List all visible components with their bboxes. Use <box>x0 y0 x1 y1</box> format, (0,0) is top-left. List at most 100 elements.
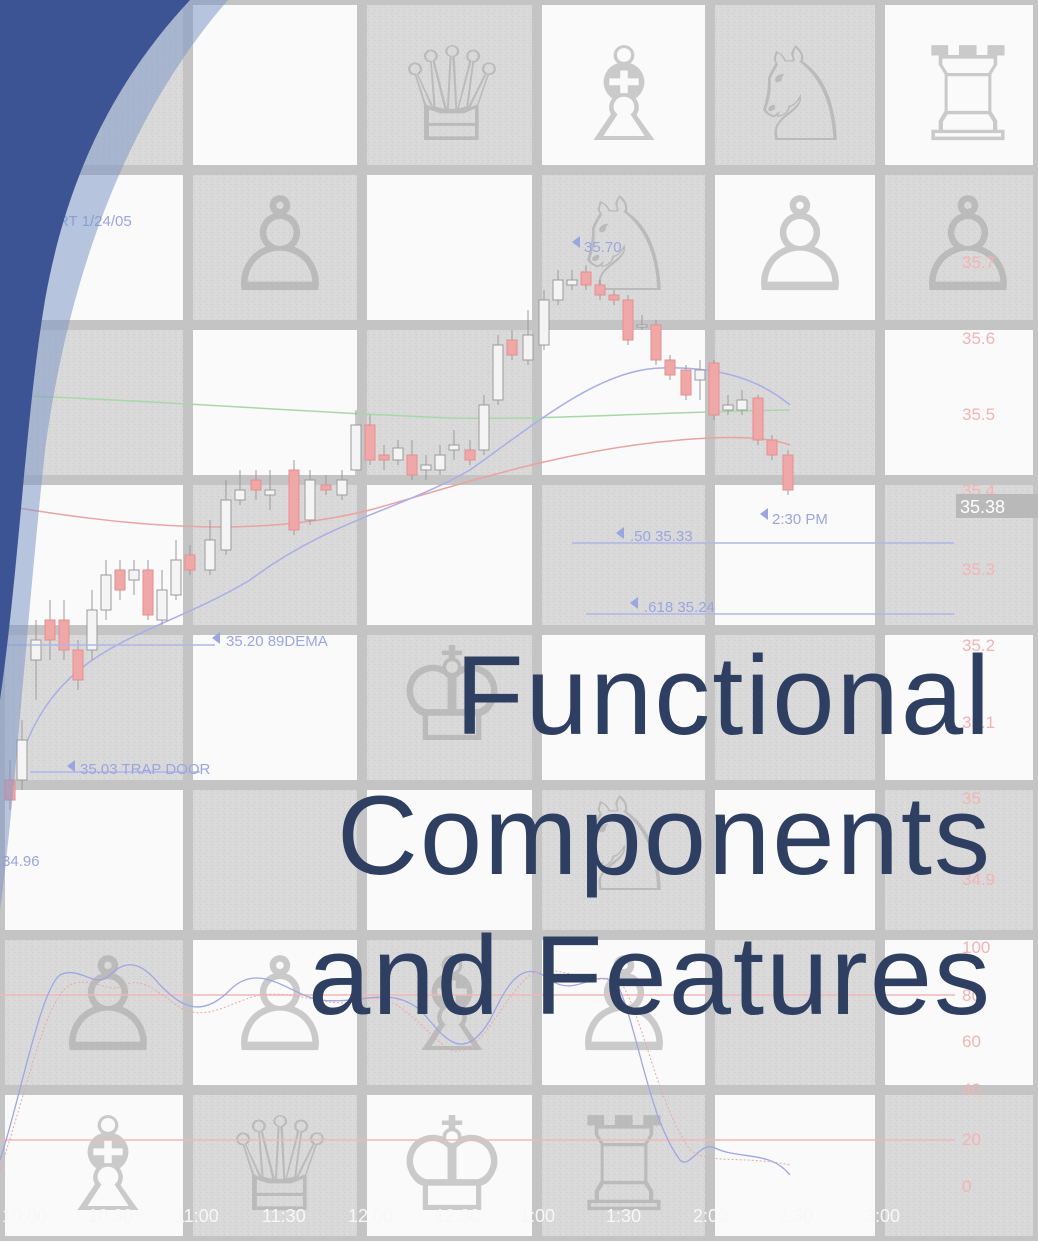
candle-body <box>288 469 300 531</box>
board-square <box>0 935 188 1090</box>
chess-piece-icon: ♙ <box>566 929 683 1081</box>
price-tick-label: 35.3 <box>962 560 995 579</box>
annotation-fib-50: .50 35.33 <box>630 528 693 545</box>
candle-body <box>552 279 564 301</box>
candle-body <box>378 454 390 461</box>
candle-body <box>736 399 748 411</box>
chess-piece-icon: ♖ <box>910 19 1027 171</box>
time-tick-label: 1:00 <box>520 1206 555 1226</box>
candle-body <box>664 359 676 376</box>
candle-body <box>752 397 764 441</box>
candle-body <box>766 439 778 456</box>
candle-body <box>336 479 348 496</box>
candle-body <box>204 539 216 571</box>
time-tick-label: 2:30 <box>778 1206 813 1226</box>
current-price-label: 35.38 <box>960 497 1005 517</box>
time-tick-label: 11:30 <box>262 1206 306 1226</box>
board-square <box>710 630 880 785</box>
candle-body <box>636 324 648 328</box>
chess-piece-icon: ♔ <box>394 1089 511 1241</box>
board-square <box>710 1090 880 1241</box>
candle-body <box>566 279 578 286</box>
oscillator-tick-label: 40 <box>962 1080 981 1099</box>
candle-body <box>304 479 316 521</box>
chess-piece-icon: ♙ <box>222 929 339 1081</box>
candle-body <box>580 271 592 286</box>
time-tick-label: 11:00 <box>175 1206 219 1226</box>
board-square <box>537 0 710 170</box>
annotation-trap-door: 35.03 TRAP DOOR <box>80 761 211 778</box>
candle-body <box>722 404 734 411</box>
oscillator-tick-label: 0 <box>962 1177 971 1196</box>
board-square <box>537 1090 710 1241</box>
candle-body <box>694 369 706 381</box>
green-moving-average <box>0 394 791 420</box>
candle-body <box>264 489 276 496</box>
candle-body <box>782 454 794 491</box>
time-tick-label: 10:30 <box>88 1206 133 1226</box>
candle-body <box>250 479 262 491</box>
chess-piece-icon: ♘ <box>566 769 683 921</box>
time-tick-label: 10:00 <box>2 1206 47 1226</box>
board-square <box>0 785 188 935</box>
price-tick-label: 34.9 <box>962 870 995 889</box>
board-square <box>537 630 710 785</box>
time-tick-label: 3:00 <box>865 1206 900 1226</box>
board-square <box>362 480 537 630</box>
blue-swoosh <box>0 0 228 910</box>
oscillator-blue-line <box>0 964 791 1176</box>
price-tick-label: 35 <box>962 789 981 808</box>
board-square <box>880 170 1038 325</box>
price-tick-label: 35.7 <box>962 253 995 272</box>
board-square <box>537 935 710 1090</box>
candle-body <box>650 324 662 361</box>
board-square <box>188 480 362 630</box>
price-tick-label: 35.6 <box>962 329 995 348</box>
chess-piece-icon: ♙ <box>50 929 167 1081</box>
candle-body <box>16 739 28 781</box>
time-tick-label: 12:30 <box>435 1206 480 1226</box>
current-price-box <box>956 494 1038 518</box>
annotation-time: 2:30 PM <box>772 511 828 528</box>
candle-body <box>234 489 246 501</box>
board-square <box>188 325 362 480</box>
chess-piece-icon: ♕ <box>222 1089 339 1241</box>
candle-body <box>420 464 432 471</box>
candle-body <box>538 299 550 346</box>
board-square <box>537 325 710 480</box>
candlesticks <box>4 265 794 810</box>
candle-body <box>350 424 362 471</box>
candle-body <box>220 499 232 551</box>
chess-piece-icon: ♗ <box>50 1089 167 1241</box>
chess-piece-icon: ♖ <box>566 1089 683 1241</box>
annotation-fib-618: .618 35.24 <box>644 599 715 616</box>
board-square <box>880 325 1038 480</box>
candle-body <box>170 559 182 596</box>
candle-body <box>434 454 446 471</box>
candle-body <box>464 449 476 461</box>
oscillator-red-line <box>0 970 791 1171</box>
candle-body <box>128 569 140 581</box>
chess-piece-icon: ♙ <box>910 169 1027 321</box>
board-square <box>710 0 880 170</box>
candle-body <box>448 444 460 451</box>
board-square <box>0 1090 188 1241</box>
board-square <box>537 480 710 630</box>
chess-piece-icon: ♘ <box>742 19 859 171</box>
candle-body <box>406 454 418 476</box>
board-square <box>537 170 710 325</box>
board-square <box>362 170 537 325</box>
board-square <box>362 935 537 1090</box>
price-chart: 35.70 2:30 PM .50 35.33 .618 35.24 35.20… <box>0 213 1038 1226</box>
candle-body <box>364 424 376 461</box>
chess-piece-icon: ♙ <box>222 169 339 321</box>
candle-body <box>30 639 42 661</box>
board-square <box>880 785 1038 935</box>
board-square <box>188 630 362 785</box>
annotation-high: 35.70 <box>584 239 622 256</box>
